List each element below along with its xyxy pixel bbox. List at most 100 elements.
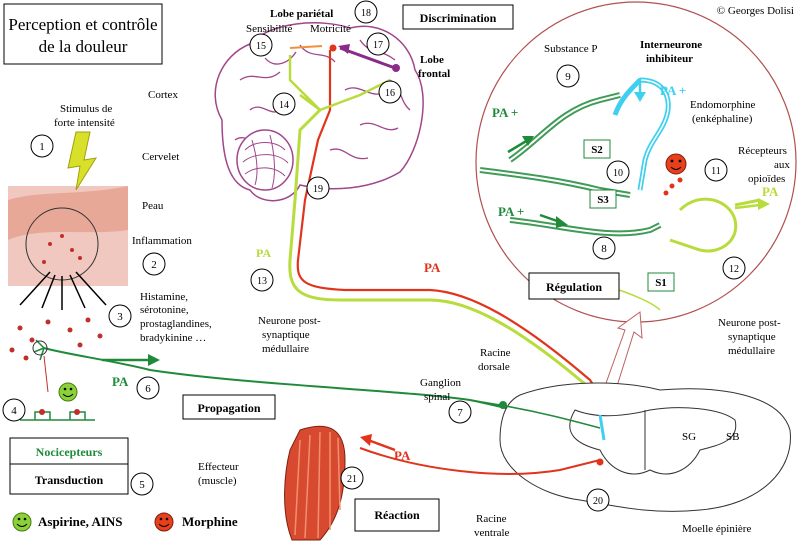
spinal-cord <box>499 382 791 512</box>
step-16: 16 <box>378 80 402 104</box>
label-sb: SB <box>726 431 739 443</box>
box-discrimination <box>402 4 514 30</box>
label-effecteur-2: (muscle) <box>198 475 237 487</box>
label-lobe-frontal-2: frontal <box>418 68 450 80</box>
cortex-green-branches <box>288 55 391 112</box>
svg-text:16: 16 <box>385 88 395 99</box>
step-1: 1 <box>30 134 54 158</box>
circle-neurons <box>479 77 761 311</box>
pa-left-lower: PA <box>112 374 129 389</box>
label-cervelet: Cervelet <box>142 151 179 163</box>
nociceptor-zoom-circle <box>32 340 48 356</box>
label-cortex: Cortex <box>148 89 178 101</box>
nociceptor-zoom-arrow <box>43 355 49 393</box>
receptor-dot-2 <box>74 409 80 415</box>
label-substance-p: Substance P <box>544 43 597 55</box>
cord-cyan-fiber <box>598 414 606 441</box>
step-10: 10 <box>606 160 630 184</box>
pa-left-cortex: PA <box>256 246 271 260</box>
box-discrimination-text: Discrimination <box>420 11 497 25</box>
label-effecteur-1: Effecteur <box>198 461 239 473</box>
red-dots-opioid <box>663 177 683 196</box>
box-s3 <box>589 189 617 209</box>
muscle-body <box>284 425 346 541</box>
step-2: 2 <box>142 252 166 276</box>
label-racine-dorsale-1: Racine <box>480 347 511 359</box>
box-propagation <box>182 394 276 420</box>
label-ganglion-1: Ganglion <box>420 377 461 389</box>
label-sg: SG <box>682 431 696 443</box>
copyright: © Georges Dolisi <box>717 5 794 17</box>
svg-text:6: 6 <box>145 383 151 395</box>
pa-lower-red: PA <box>424 260 441 275</box>
label-racine-ventrale-1: Racine <box>476 513 507 525</box>
label-interneurone-1: Interneurone <box>640 39 702 51</box>
label-neurone-right-3: médullaire <box>728 345 775 357</box>
pa-reaction-red: PA <box>394 448 411 463</box>
legend-aspirine: Aspirine, AINS <box>12 512 123 532</box>
svg-text:2: 2 <box>151 259 157 271</box>
pa-circle-mid: PA + <box>498 204 524 219</box>
skin-region <box>8 131 128 286</box>
lightning-bolt <box>67 131 98 191</box>
label-interneurone-2: inhibiteur <box>646 53 693 65</box>
legend-morphine: Morphine <box>154 512 238 532</box>
title-line1: Perception et contrôle <box>8 15 157 34</box>
svg-text:15: 15 <box>256 41 266 52</box>
box-s2-text: S2 <box>591 144 603 156</box>
muscle <box>284 425 346 541</box>
smiley-green-icon <box>58 382 78 402</box>
legend-aspirine-text: Aspirine, AINS <box>38 514 123 529</box>
purple-arrow <box>339 46 396 70</box>
label-racine-ventrale-2: ventrale <box>474 527 510 539</box>
svg-text:13: 13 <box>257 276 267 287</box>
label-mediators-4: bradykinine … <box>140 332 206 344</box>
descending-pathway-red <box>296 50 612 482</box>
ventral-root-red <box>359 447 601 475</box>
s3-neuron-inner <box>479 169 631 196</box>
smiley-red-icon <box>665 153 687 175</box>
step-20: 20 <box>586 488 610 512</box>
label-lobe-parietal: Lobe pariétal <box>270 8 333 20</box>
circle-arrows <box>507 78 770 228</box>
pa-circle-top: PA + <box>492 105 518 120</box>
title-box <box>3 3 163 65</box>
svg-text:17: 17 <box>373 40 383 51</box>
svg-text:19: 19 <box>313 184 323 195</box>
cerebellum <box>236 129 294 191</box>
svg-text:20: 20 <box>593 496 603 507</box>
propagation-arrowhead <box>148 354 160 366</box>
label-moelle: Moelle épinière <box>682 523 751 535</box>
frontal-dot <box>392 64 400 72</box>
gray-matter <box>569 407 737 475</box>
s1-neuron-inner <box>509 219 661 235</box>
label-stimulus-1: Stimulus de <box>60 103 112 115</box>
label-neurone-right-1: Neurone post- <box>718 317 781 329</box>
step-numbers: 1 2 3 4 5 6 7 8 9 10 11 12 13 14 15 16 1… <box>2 0 746 512</box>
step-4: 4 <box>2 398 26 422</box>
svg-text:21: 21 <box>347 474 357 485</box>
step-11: 11 <box>704 158 728 182</box>
step-17: 17 <box>366 32 390 56</box>
svg-text:10: 10 <box>613 168 623 179</box>
pa-circle-cyan: PA + <box>660 83 686 98</box>
svg-text:11: 11 <box>711 166 721 177</box>
label-neurone-left-1: Neurone post- <box>258 315 321 327</box>
box-s3-text: S3 <box>597 194 609 206</box>
mediator-dots <box>9 234 103 361</box>
s2-neuron-inner <box>509 94 621 161</box>
step-15: 15 <box>249 33 273 57</box>
svg-text:12: 12 <box>729 264 739 275</box>
pa-labels: PA PA PA PA + PA + PA + PA PA <box>112 83 779 463</box>
svg-text:8: 8 <box>601 243 607 255</box>
reaction-arrow-line <box>367 438 396 452</box>
svg-text:1: 1 <box>39 141 45 153</box>
box-reaction-text: Réaction <box>374 508 420 522</box>
label-neurone-left-3: médullaire <box>262 343 309 355</box>
svg-text:18: 18 <box>361 8 371 19</box>
label-racine-dorsale-2: dorsale <box>478 361 510 373</box>
ganglion-dot <box>499 401 507 409</box>
step-5: 5 <box>130 472 154 496</box>
